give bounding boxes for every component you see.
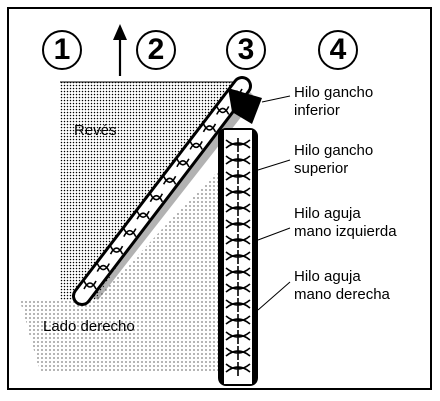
stitch-loop bbox=[225, 330, 251, 344]
label-text: mano derecha bbox=[294, 286, 390, 303]
diagonal-stitch-band bbox=[72, 76, 252, 306]
stitch-loop bbox=[136, 210, 150, 220]
label-text: superior bbox=[294, 160, 349, 177]
stitch-loop bbox=[123, 228, 137, 238]
up-arrow-icon bbox=[113, 24, 127, 76]
stitch-loop bbox=[225, 314, 251, 328]
label-left-needle-thread: Hilo aguja mano izquierda bbox=[294, 205, 397, 241]
stitch-loop bbox=[225, 202, 251, 216]
stitch-loop bbox=[225, 266, 251, 280]
stitch-loop bbox=[225, 154, 251, 168]
stitch-loop bbox=[96, 263, 110, 272]
label-text: Hilo aguja bbox=[294, 205, 361, 222]
label-text: mano izquierda bbox=[294, 223, 397, 240]
stitch-loop bbox=[225, 298, 251, 312]
vertical-stitch-column bbox=[218, 128, 258, 386]
stitch-loop bbox=[216, 106, 230, 115]
label-reves: Revés bbox=[74, 122, 117, 139]
stitch-loop bbox=[225, 138, 251, 152]
stitch-loop bbox=[225, 250, 251, 264]
stitch-loop bbox=[149, 193, 164, 203]
label-text: inferior bbox=[294, 102, 340, 119]
label-text: Hilo gancho bbox=[294, 84, 374, 101]
label-text: Hilo aguja bbox=[294, 268, 361, 285]
stitch-loop bbox=[225, 346, 251, 360]
stitch-loop bbox=[225, 218, 251, 232]
label-text: Hilo gancho bbox=[294, 142, 374, 159]
step-1-badge: 1 bbox=[42, 30, 82, 70]
step-4-badge: 4 bbox=[318, 30, 358, 70]
label-upper-looper-thread: Hilo gancho superior bbox=[294, 142, 373, 178]
stitch-loop bbox=[162, 175, 177, 185]
fabric-right-side bbox=[20, 160, 228, 372]
stitch-loop bbox=[176, 158, 190, 168]
diagram-frame bbox=[7, 7, 432, 390]
leader-lines bbox=[257, 95, 291, 311]
stitch-loop bbox=[225, 234, 251, 248]
stitch-loop bbox=[225, 186, 251, 200]
step-3-badge: 3 bbox=[226, 30, 266, 70]
step-2-badge: 2 bbox=[136, 30, 176, 70]
stitch-loop bbox=[202, 123, 217, 133]
label-right-needle-thread: Hilo aguja mano derecha bbox=[294, 268, 390, 304]
stitch-loop bbox=[189, 140, 203, 150]
stitch-loop bbox=[225, 362, 251, 376]
stitch-loop bbox=[225, 282, 251, 296]
label-lower-looper-thread: Hilo gancho inferior bbox=[294, 84, 373, 120]
stitch-loop bbox=[83, 280, 97, 290]
stitch-loop bbox=[225, 170, 251, 184]
label-lado-derecho: Lado derecho bbox=[43, 318, 135, 335]
stitch-loop bbox=[109, 245, 124, 255]
